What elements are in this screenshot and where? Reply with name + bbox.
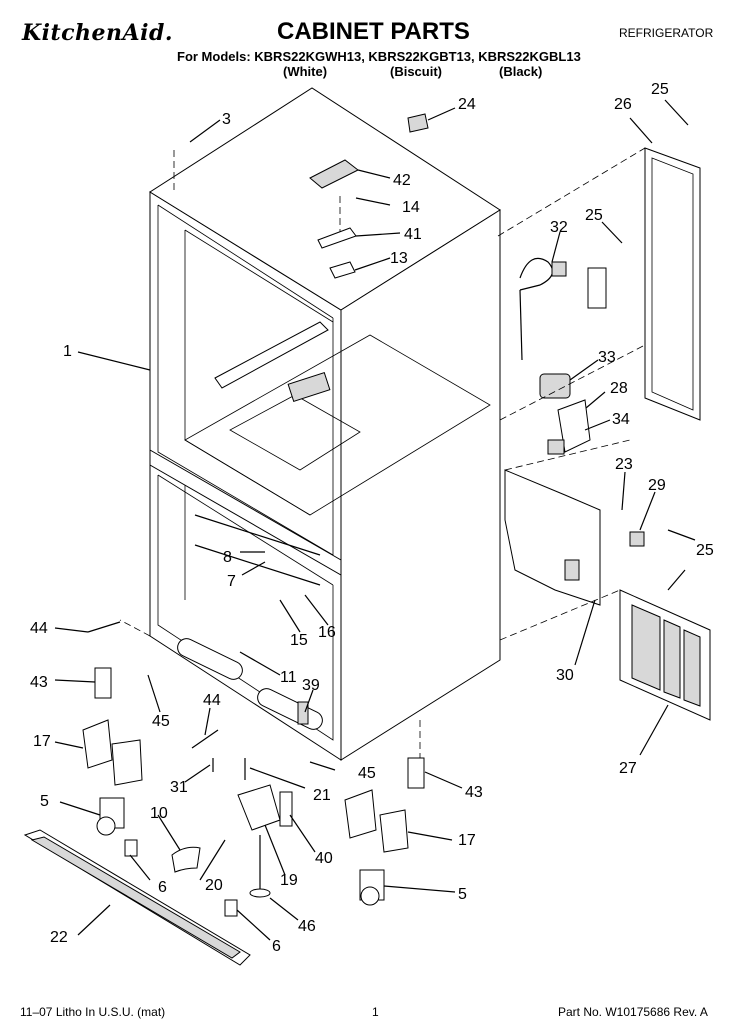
callout-45-left: 45 — [152, 713, 170, 730]
callout-31: 31 — [170, 779, 188, 796]
page-title: CABINET PARTS — [277, 18, 470, 45]
cabinet — [149, 87, 501, 761]
callout-15: 15 — [290, 632, 308, 649]
callout-3: 3 — [222, 111, 231, 128]
callout-26: 26 — [614, 96, 632, 113]
callout-23: 23 — [615, 456, 633, 473]
callout-21: 21 — [313, 787, 331, 804]
callout-17-left: 17 — [33, 733, 51, 750]
callout-27: 27 — [619, 760, 637, 777]
variant-white: (White) — [283, 64, 328, 79]
callout-5-right: 5 — [458, 886, 467, 903]
callout-44-left: 44 — [30, 620, 48, 637]
models-line: For Models: KBRS22KGWH13, KBRS22KGBT13, … — [177, 49, 581, 64]
category-label: REFRIGERATOR — [619, 26, 714, 40]
back-panel-30 — [504, 469, 601, 606]
callout-5-left: 5 — [40, 793, 49, 810]
callout-7: 7 — [227, 573, 236, 590]
alignment-lines — [119, 147, 646, 758]
callout-6-right: 6 — [272, 938, 281, 955]
callout-39: 39 — [302, 677, 320, 694]
small-parts — [82, 113, 645, 917]
footer-page-number: 1 — [372, 1005, 379, 1019]
callout-43-right: 43 — [465, 784, 483, 801]
base-grille-22 — [23, 829, 251, 966]
callout-1: 1 — [63, 343, 72, 360]
side-panel-26 — [644, 147, 701, 421]
callout-6-left: 6 — [158, 879, 167, 896]
callout-41: 41 — [404, 226, 422, 243]
callout-14: 14 — [402, 199, 420, 216]
callout-25-bottom: 25 — [696, 542, 714, 559]
callout-19: 19 — [280, 872, 298, 889]
callout-20: 20 — [205, 877, 223, 894]
callout-17-right: 17 — [458, 832, 476, 849]
callout-labels: 1 3 5 5 6 6 7 8 10 11 13 14 15 16 17 17 … — [30, 81, 714, 955]
callout-45-right: 45 — [358, 765, 376, 782]
callout-16: 16 — [318, 624, 336, 641]
callout-40: 40 — [315, 850, 333, 867]
brand-logo: KitchenAid. — [22, 20, 173, 46]
footer-part-number: Part No. W10175686 Rev. A — [558, 1005, 708, 1019]
callout-32: 32 — [550, 219, 568, 236]
callout-44-mid: 44 — [203, 692, 221, 709]
callout-25-mid: 25 — [585, 207, 603, 224]
callout-8: 8 — [223, 549, 232, 566]
callout-13: 13 — [390, 250, 408, 267]
callout-29: 29 — [648, 477, 666, 494]
callout-30: 30 — [556, 667, 574, 684]
grille-27 — [619, 589, 711, 721]
variant-black: (Black) — [499, 64, 543, 79]
callout-46: 46 — [298, 918, 316, 935]
callout-25-top: 25 — [651, 81, 669, 98]
variant-biscuit: (Biscuit) — [390, 64, 442, 79]
callout-24: 24 — [458, 96, 476, 113]
callout-11: 11 — [280, 669, 297, 686]
callout-34: 34 — [612, 411, 630, 428]
callout-22: 22 — [50, 929, 68, 946]
callout-10: 10 — [150, 805, 168, 822]
callout-43-left: 43 — [30, 674, 48, 691]
callout-28: 28 — [610, 380, 628, 397]
leader-lines — [54, 99, 696, 941]
callout-42: 42 — [393, 172, 411, 189]
callout-33: 33 — [598, 349, 616, 366]
footer-litho: 11–07 Litho In U.S.U. (mat) — [20, 1005, 166, 1019]
